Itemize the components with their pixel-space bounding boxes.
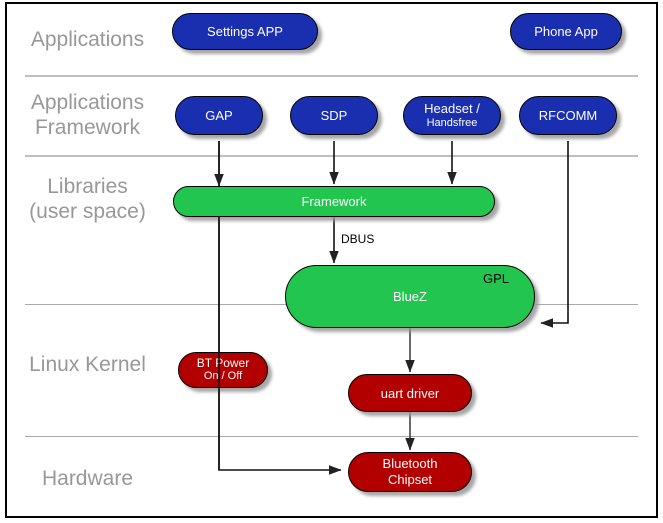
node-settings-app[interactable]: Settings APP: [172, 13, 318, 50]
node-phone-app[interactable]: Phone App: [510, 13, 622, 50]
node-rfcomm-label: RFCOMM: [538, 108, 598, 123]
layer-label-libraries: Libraries (user space): [29, 175, 146, 223]
node-bluetooth-chipset-label-1: Bluetooth: [382, 456, 438, 471]
layer-label-applications: Applications: [30, 28, 145, 51]
node-uart-driver-label: uart driver: [380, 385, 440, 401]
node-rfcomm[interactable]: RFCOMM: [519, 96, 617, 135]
divider-applications: [25, 75, 638, 77]
layer-label-linux-kernel: Linux Kernel: [29, 353, 146, 376]
node-framework-label: Framework: [301, 194, 367, 209]
dbus-connector-label: DBUS: [341, 232, 375, 246]
node-bt-power-label-1: BT Power: [196, 356, 250, 370]
diagram-outer-frame: [5, 2, 658, 518]
node-bt-power-label-2: On / Off: [203, 370, 243, 382]
node-bluetooth-chipset[interactable]: Bluetooth Chipset: [348, 452, 472, 492]
connector-rfcomm-to-bluez: [540, 141, 569, 328]
node-sdp[interactable]: SDP: [290, 96, 378, 135]
node-headset-handsfree[interactable]: Headset / Handsfree: [403, 96, 501, 135]
node-framework[interactable]: Framework: [173, 186, 495, 217]
node-uart-driver[interactable]: uart driver: [348, 374, 472, 412]
node-bluez-label: BlueZ: [393, 289, 427, 304]
node-gap[interactable]: GAP: [175, 96, 263, 135]
node-headset-handsfree-label-2: Handsfree: [426, 116, 478, 129]
node-gap-label: GAP: [205, 108, 233, 123]
divider-linux-kernel: [25, 436, 638, 437]
node-sdp-label: SDP: [320, 108, 348, 123]
layer-label-hardware: Hardware: [41, 467, 134, 490]
node-settings-app-label: Settings APP: [207, 24, 283, 39]
gpl-license-tag: GPL: [483, 271, 510, 286]
node-phone-app-label: Phone App: [534, 24, 598, 39]
divider-applications-framework: [25, 155, 638, 157]
layer-label-applications-framework: Applications Framework: [30, 91, 145, 139]
node-bluez[interactable]: BlueZ: [285, 265, 535, 328]
node-bt-power[interactable]: BT Power On / Off: [178, 352, 268, 388]
node-headset-handsfree-label-1: Headset /: [424, 100, 480, 116]
node-bluetooth-chipset-label-2: Chipset: [387, 472, 433, 487]
